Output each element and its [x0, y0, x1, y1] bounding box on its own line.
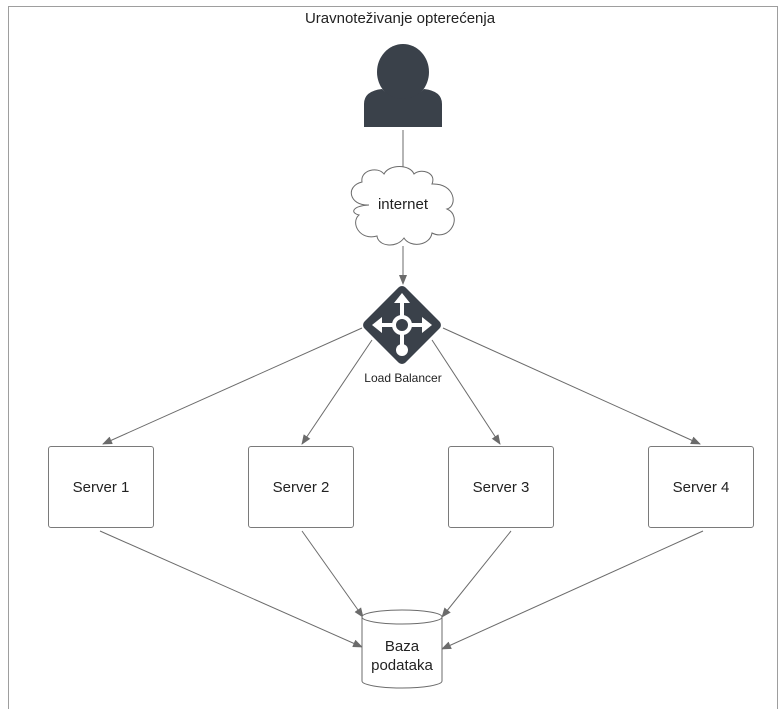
server-1-label: Server 1	[72, 478, 130, 496]
connector-lb-server-4	[442, 327, 701, 445]
server-2-label: Server 2	[272, 478, 330, 496]
server-2-box: Server 2	[248, 446, 354, 528]
connector-lb-server-1	[102, 327, 363, 445]
server-4-box: Server 4	[648, 446, 754, 528]
connector-server-4-db	[441, 530, 704, 650]
database-label: Baza podataka	[352, 637, 452, 675]
user-icon	[364, 44, 442, 127]
load-balancer-icon	[363, 286, 441, 364]
database-label-line-2: podataka	[371, 657, 433, 674]
diagram-title: Uravnoteživanje opterećenja	[304, 10, 496, 27]
server-1-box: Server 1	[48, 446, 154, 528]
cloud-icon	[350, 166, 455, 246]
load-balancer-label: Load Balancer	[364, 371, 442, 385]
internet-label: internet	[377, 196, 429, 213]
database-label-line-1: Baza	[384, 638, 420, 655]
connector-lb-server-3	[431, 339, 501, 445]
server-4-label: Server 4	[672, 478, 730, 496]
diagram-frame	[8, 6, 778, 709]
database-icon	[361, 609, 443, 689]
connector-lb-server-2	[301, 339, 373, 445]
server-3-label: Server 3	[472, 478, 530, 496]
connector-server-1-db	[99, 530, 363, 648]
server-3-box: Server 3	[448, 446, 554, 528]
connector-server-3-db	[441, 530, 512, 618]
connector-server-2-db	[301, 530, 364, 618]
